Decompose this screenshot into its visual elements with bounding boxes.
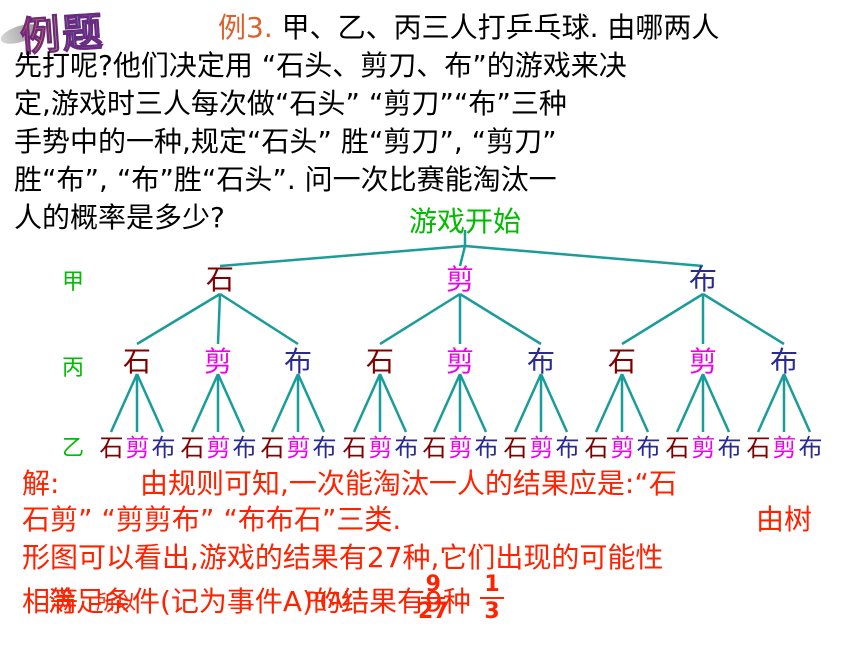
tree-edge — [594, 373, 624, 433]
tree-edge — [458, 373, 488, 433]
solution-line-4-c: 满足条件(记为事件A)的结果有9种 — [48, 585, 471, 618]
level2-node: 石 — [607, 345, 637, 378]
tree-edge — [378, 373, 408, 433]
solution-line-2: 石剪” “剪剪布” “布布石”三类. — [22, 503, 402, 536]
solution-line-4-a: 相等 — [22, 585, 79, 618]
level2-node: 布 — [526, 345, 556, 378]
leaf-node: 石 — [584, 434, 609, 462]
tree-edge — [190, 373, 220, 433]
level1-node-jian: 剪 — [445, 263, 475, 296]
tree-edge — [219, 244, 466, 268]
level1-node-shi: 石 — [205, 263, 235, 296]
solution-line-2-tail: 由树 — [756, 503, 813, 536]
leaf-node: 布 — [312, 434, 337, 462]
solution-line-3: 形图可以看出,游戏的结果有27种,它们出现的可能性 — [22, 541, 664, 574]
probability-expression: P(A)= — [306, 589, 370, 614]
level2-node: 布 — [283, 345, 313, 378]
leaf-node: 剪 — [610, 434, 635, 462]
example-label: 例3. — [218, 11, 273, 44]
level2-node: 石 — [365, 345, 395, 378]
tree-edge — [352, 373, 382, 433]
tree-edge — [513, 373, 543, 433]
tree-edge — [675, 373, 705, 433]
tree-edge — [432, 373, 462, 433]
leaf-node: 剪 — [448, 434, 473, 462]
row-label-yi: 乙 — [62, 436, 85, 461]
tree-edge — [702, 292, 785, 346]
tree-edge — [135, 373, 165, 433]
leaf-node: 石 — [180, 434, 205, 462]
leaf-node: 剪 — [125, 434, 150, 462]
tree-edge — [136, 292, 221, 346]
tree-root-label: 游戏开始 — [408, 205, 522, 238]
leaf-node: 布 — [717, 434, 742, 462]
tree-edge — [782, 373, 812, 433]
tree-edge — [379, 292, 461, 346]
tree-edge — [464, 244, 704, 268]
level2-node: 剪 — [203, 345, 233, 378]
leaf-node: 剪 — [206, 434, 231, 462]
leaf-node: 石 — [260, 434, 285, 462]
solution-line-1: 由规则可知,一次能淘汰一人的结果应是:“石 — [140, 467, 677, 500]
problem-line-5: 胜“布”, “布”胜“石头”. 问一次比赛能淘汰一 — [14, 163, 557, 196]
tree-edge — [219, 292, 299, 346]
leaf-node: 布 — [232, 434, 257, 462]
fraction-1-3: 1 3 — [480, 572, 504, 624]
fraction-9-27: 9 27 — [418, 572, 449, 624]
tree-edge — [756, 373, 786, 433]
leaf-node: 布 — [798, 434, 823, 462]
leaf-node: 石 — [99, 434, 124, 462]
tree-edge — [621, 292, 704, 346]
leaf-node: 剪 — [772, 434, 797, 462]
leaf-node: 布 — [636, 434, 661, 462]
leaf-node: 布 — [474, 434, 499, 462]
problem-line-1: 例3. 甲、乙、丙三人打乒乓球. 由哪两人 — [218, 11, 720, 44]
tree-edge — [458, 245, 467, 267]
fraction-bar — [421, 597, 446, 599]
tree-edge — [216, 373, 246, 433]
leaf-node: 剪 — [529, 434, 554, 462]
solution-line-4-b: 所以 — [96, 590, 136, 614]
problem-line-4: 手势中的一种,规定“石头” 胜“剪刀”, “剪刀” — [14, 125, 557, 158]
leaf-node: 剪 — [691, 434, 716, 462]
tree-edge — [109, 373, 139, 433]
leaf-node: 石 — [746, 434, 771, 462]
tree-edge — [459, 292, 542, 346]
level2-node: 石 — [122, 345, 152, 378]
tree-edge — [270, 373, 300, 433]
leaf-node: 剪 — [286, 434, 311, 462]
tree-edge — [539, 373, 569, 433]
tree-edge — [296, 373, 326, 433]
row-label-jia: 甲 — [62, 270, 85, 295]
level1-node-bu: 布 — [688, 263, 718, 296]
problem-line-2: 先打呢?他们决定用 “石头、剪刀、布”的游戏来决 — [14, 49, 627, 82]
leaf-node: 布 — [151, 434, 176, 462]
solution-label: 解: — [22, 467, 60, 500]
problem-line-3: 定,游戏时三人每次做“石头” “剪刀”“布”三种 — [14, 87, 567, 120]
leaf-node: 石 — [422, 434, 447, 462]
leaf-node: 布 — [394, 434, 419, 462]
problem-line-6: 人的概率是多少? — [14, 201, 225, 234]
leaf-node: 剪 — [368, 434, 393, 462]
leaf-node: 石 — [503, 434, 528, 462]
row-label-bing: 丙 — [62, 356, 85, 381]
fraction-bar — [480, 597, 504, 599]
leaf-node: 布 — [555, 434, 580, 462]
tree-edge — [620, 373, 650, 433]
leaf-node: 石 — [342, 434, 367, 462]
tree-edge — [216, 293, 222, 345]
tree-edge — [701, 373, 731, 433]
level2-node: 剪 — [445, 345, 475, 378]
level2-node: 布 — [769, 345, 799, 378]
leaf-node: 石 — [665, 434, 690, 462]
level2-node: 剪 — [688, 345, 718, 378]
